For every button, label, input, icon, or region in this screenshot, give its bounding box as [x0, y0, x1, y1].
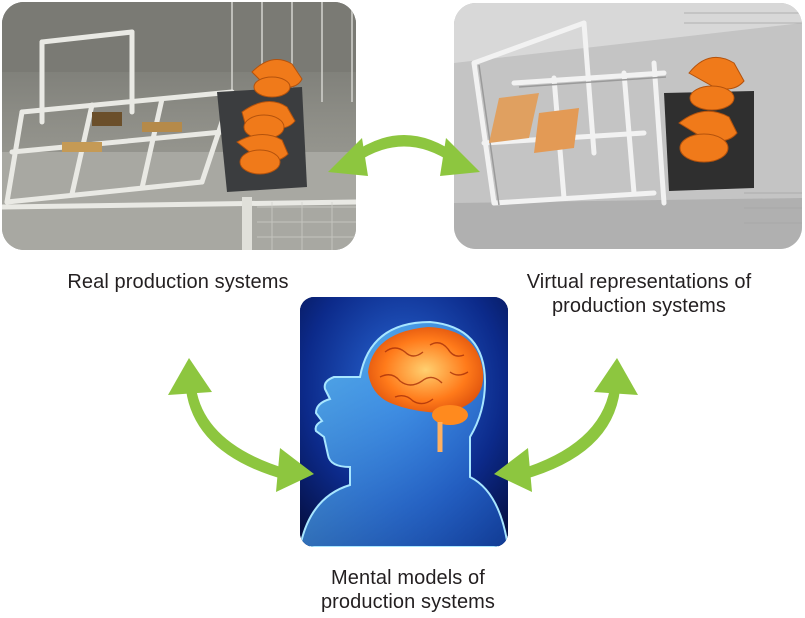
double-arrow-right — [494, 358, 638, 492]
caption-mental-line1: Mental models of — [331, 567, 485, 589]
virtual-production-model — [454, 3, 802, 249]
caption-virtual-representations: Virtual representations of production sy… — [474, 270, 804, 318]
double-arrow-top — [328, 135, 480, 176]
caption-mental-models: Mental models of production systems — [280, 566, 536, 614]
caption-real-production: Real production systems — [0, 270, 356, 294]
caption-mental-line2: production systems — [320, 591, 496, 613]
double-arrow-left — [168, 358, 314, 492]
caption-virtual-line2: production systems — [551, 295, 727, 317]
mental-model-brain-image — [300, 297, 508, 547]
real-production-photo — [2, 2, 356, 250]
caption-real-text: Real production systems — [67, 271, 289, 293]
caption-virtual-line1: Virtual representations of — [526, 271, 752, 293]
